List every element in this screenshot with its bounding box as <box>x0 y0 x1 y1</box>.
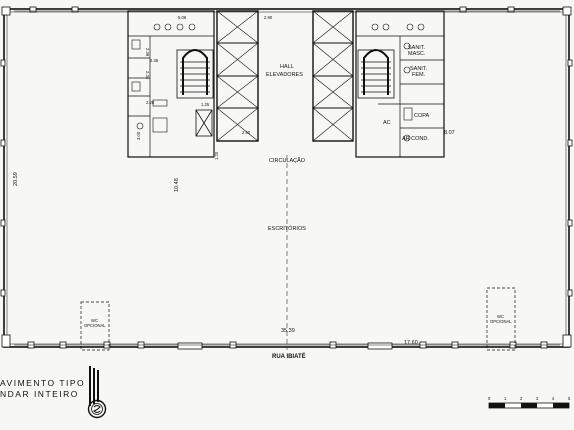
dim-3539: 35.39 <box>281 328 295 334</box>
label-circulacao: CIRCULAÇÃO <box>269 157 306 164</box>
label-wc-left-2: OPCIONAL <box>84 323 106 328</box>
stair-left <box>176 49 214 137</box>
stair-right <box>357 49 395 99</box>
dim-220: 2.20 <box>146 100 155 105</box>
scale-bar: 0 1 2 3 4 5 <box>488 396 571 409</box>
label-wc-right-1: WC <box>497 314 504 319</box>
scale-tick-1: 1 <box>504 396 507 401</box>
label-elevadores: ELEVADORES <box>266 72 303 78</box>
dim-236: 2.36 <box>150 58 159 63</box>
dim-1760: 17.60 <box>404 340 418 346</box>
label-sanit-fem-2: FEM. <box>412 72 426 78</box>
legend-line-2: NDAR INTEIRO <box>0 389 79 399</box>
legend-line-1: AVIMENTO TIPO <box>0 378 86 388</box>
scale-tick-3: 3 <box>536 396 539 401</box>
label-hall: HALL <box>280 64 294 70</box>
label-sanit-masc-2: MASC. <box>408 51 426 57</box>
label-rua: RUA IBIATÉ <box>272 352 306 360</box>
wc-optional-left-box <box>80 301 110 351</box>
scale-tick-2: 2 <box>520 396 523 401</box>
dim-239: 2.39 <box>145 48 150 57</box>
dim-506: 5.06 <box>178 15 187 20</box>
label-ar-cond: AR COND. <box>402 136 429 142</box>
dim-300: 3.00 <box>136 131 141 140</box>
dim-1048: 10.48 <box>174 178 180 192</box>
label-escritorios: ESCRITÓRIOS <box>268 225 306 232</box>
scale-tick-5: 5 <box>568 396 571 401</box>
outer-walls <box>1 6 572 348</box>
dim-120: 1.20 <box>214 151 219 160</box>
scale-tick-4: 4 <box>552 396 555 401</box>
core-left-wcs <box>127 10 215 158</box>
core-right-wcs <box>355 10 445 158</box>
label-wc-right-2: OPCIONAL <box>490 319 512 324</box>
label-ac: AC <box>383 120 391 126</box>
window-ticks <box>14 10 560 346</box>
dim-807: 8.07 <box>444 130 455 136</box>
dim-125: 1.25 <box>201 102 210 107</box>
architect-seal-icon <box>87 399 107 419</box>
dim-234: 2.34 <box>145 71 150 80</box>
label-copa: COPA <box>414 113 430 119</box>
scale-tick-0: 0 <box>488 396 491 401</box>
plan-legend: AVIMENTO TIPO NDAR INTEIRO <box>0 378 85 400</box>
elevator-shafts <box>216 10 354 142</box>
dim-250: 2.50 <box>242 130 251 135</box>
dim-2059: 20.59 <box>13 172 19 186</box>
perimeter-pillars <box>0 6 573 350</box>
label-wc-left-1: WC <box>91 318 98 323</box>
label-sanit-masc-1: SANIT. <box>408 45 426 51</box>
dim-290: 2.90 <box>264 15 273 20</box>
label-sanit-fem-1: SANIT. <box>410 66 428 72</box>
architect-logo-bars <box>89 366 99 406</box>
scale-ticks: 0 1 2 3 4 5 <box>488 396 571 401</box>
